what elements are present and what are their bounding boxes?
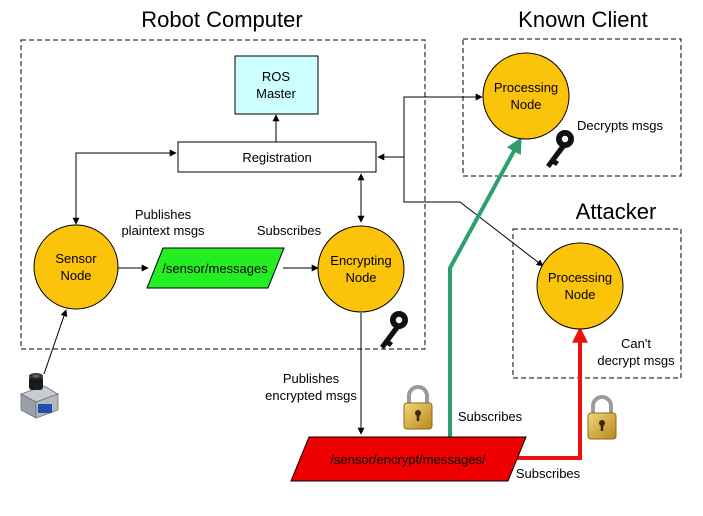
cant-decrypt-label-line1: Can't — [621, 336, 651, 351]
attacker-subscription-arrow — [508, 326, 588, 460]
subscribes-attacker-label: Subscribes — [516, 466, 581, 481]
encrypted-topic-parallelogram — [290, 436, 527, 482]
sensor-node — [33, 224, 119, 310]
publishes-encrypted-label-line2: encrypted msgs — [265, 388, 357, 403]
registration-box — [177, 141, 377, 173]
sensor-node-label-line1: Sensor — [55, 251, 97, 266]
ros-master-label-line1: ROS — [262, 69, 291, 84]
attacker-region — [512, 228, 682, 379]
client-processing-node-label-line1: Processing — [494, 80, 558, 95]
client-processing-node-label-line2: Node — [510, 97, 541, 112]
encrypting-node-label-line1: Encrypting — [330, 253, 391, 268]
key-icon — [546, 130, 574, 168]
attacker-processing-node-label-line2: Node — [564, 287, 595, 302]
known-client-title: Known Client — [518, 7, 648, 32]
registration-label: Registration — [242, 150, 311, 165]
registration-attacker-link — [403, 157, 544, 267]
camera-sensor-icon — [20, 373, 59, 419]
key-icon — [380, 311, 408, 349]
subscribes-client-label: Subscribes — [458, 409, 523, 424]
publishes-encrypted-label-line1: Publishes — [283, 371, 340, 386]
plain-topic-label: /sensor/messages — [162, 261, 268, 276]
publishes-plaintext-label-line1: Publishes — [135, 207, 192, 222]
encrypting-node — [317, 225, 405, 313]
cant-decrypt-label-line2: decrypt msgs — [597, 353, 675, 368]
robot-computer-title: Robot Computer — [141, 7, 302, 32]
decrypts-label: Decrypts msgs — [577, 118, 663, 133]
client-subscription-arrow — [448, 137, 522, 440]
plain-topic-parallelogram — [146, 247, 285, 289]
subscribes-encrypting-label: Subscribes — [257, 223, 322, 238]
attacker-processing-node-label-line1: Processing — [548, 270, 612, 285]
publishes-plaintext-label-line2: plaintext msgs — [121, 223, 205, 238]
registration-client-link — [377, 93, 483, 161]
encrypting-node-label-line2: Node — [345, 270, 376, 285]
attacker-title: Attacker — [576, 199, 657, 224]
ros-master-label-line2: Master — [256, 86, 296, 101]
camera-to-sensor-arrow — [43, 309, 68, 375]
client-processing-node — [482, 52, 570, 140]
robot-computer-region — [20, 39, 426, 350]
padlock-icon — [586, 395, 618, 441]
attacker-processing-node — [536, 242, 624, 330]
sensor-node-label-line2: Node — [60, 268, 91, 283]
padlock-icon — [402, 385, 434, 431]
sensor-registration-link — [72, 149, 177, 225]
ros-master-box — [234, 55, 319, 115]
encrypted-topic-label: /sensor/encrypt/messages/ — [330, 452, 486, 467]
